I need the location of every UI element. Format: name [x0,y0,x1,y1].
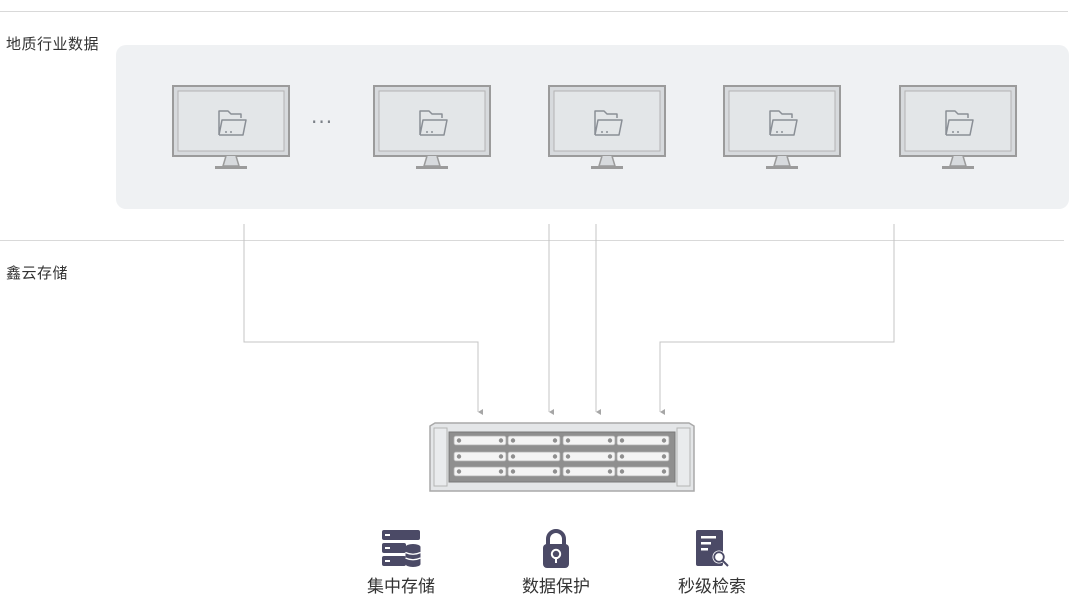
feature-label: 集中存储 [367,577,435,597]
feature-label: 数据保护 [522,577,590,597]
document-search-icon [696,530,729,567]
more-clients-ellipsis: ··· [311,110,334,134]
feature-centralized-storage: 集中存储 [356,528,446,597]
section-label-geology-data: 地质行业数据 [6,35,100,53]
monitor-folder-icon [548,85,666,169]
top-divider [0,11,1068,12]
feature-label: 秒级检索 [678,577,746,597]
connection-line [659,224,895,415]
centralized-storage-icon [382,530,421,567]
monitor-folder-icon [723,85,841,169]
feature-data-protection: 数据保护 [511,528,601,597]
monitor-folder-icon [899,85,1017,169]
monitor-folder-icon [373,85,491,169]
monitor-folder-icon [172,85,290,169]
rack-server-icon [429,422,695,492]
feature-instant-search: 秒级检索 [667,528,757,597]
middle-divider [0,240,1064,241]
section-label-xinyun-storage: 鑫云存储 [6,264,69,282]
lock-icon [543,529,569,568]
connection-line [243,224,483,415]
